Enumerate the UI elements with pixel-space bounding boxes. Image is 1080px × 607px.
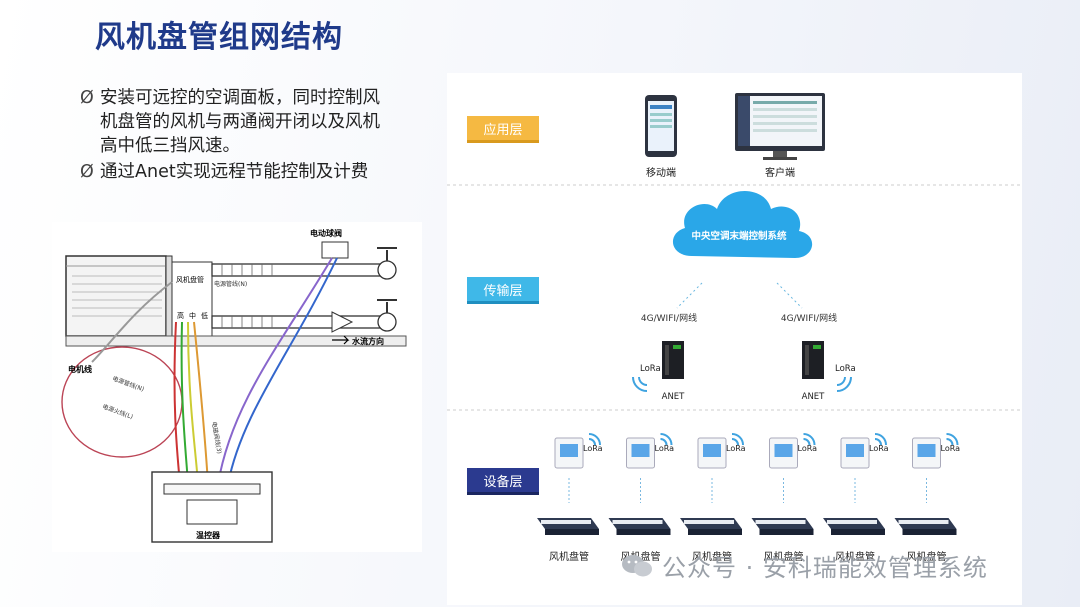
bullet-list: Ø 安装可远控的空调面板，同时控制风机盘管的风机与两通阀开闭以及风机高中低三挡风… [80, 86, 380, 186]
gateway-device-icon [802, 341, 824, 379]
watermark: 公众号 · 安科瑞能效管理系统 [620, 548, 988, 583]
lora-label: LoRa [640, 364, 661, 374]
mobile-phone-icon [645, 95, 677, 157]
wireless-signal-icon [946, 438, 954, 446]
wire-label: 电源火线(L) [101, 402, 134, 420]
device-label: 风机盘管 [549, 550, 589, 563]
bullet-item: Ø 安装可远控的空调面板，同时控制风机盘管的风机与两通阀开闭以及风机高中低三挡风… [80, 86, 380, 158]
thermostat-screen [703, 444, 721, 457]
wire-label: 电磁阀线(3) [210, 421, 224, 454]
wireless-signal-icon [874, 438, 882, 446]
wireless-signal-icon [731, 433, 744, 446]
app-device-label: 移动端 [646, 166, 676, 179]
layer-name: 设备层 [483, 474, 522, 490]
network-diagram: 应用层 传输层 设备层 移动端 [447, 73, 1022, 605]
cloud-label: 中央空调末端控制系统 [691, 230, 787, 242]
wireless-signal-icon [731, 438, 739, 446]
fan-coil-base [902, 529, 957, 535]
bullet-text: 通过Anet实现远程节能控制及计费 [100, 162, 369, 182]
thermostat-screen [560, 444, 578, 457]
device-label: 风机盘管 [692, 550, 732, 563]
app-device-label: 客户端 [765, 166, 795, 179]
cloud-icon: 中央空调末端控制系统 [672, 191, 813, 258]
thermostat-screen [774, 444, 793, 457]
fan-coil-grille [684, 520, 734, 524]
device-column: LoRa 风机盘管 [537, 433, 603, 563]
thermostat-screen [631, 444, 650, 457]
fan-coil-grille [827, 520, 877, 524]
controller-label: 温控器 [196, 530, 221, 540]
wire-label: 电源管线(N) [214, 280, 247, 288]
wireless-signal-icon [588, 438, 596, 446]
bullet-item: Ø 通过Anet实现远程节能控制及计费 [80, 160, 380, 184]
layer-tag-device: 设备层 [467, 468, 539, 495]
fan-coil-base [545, 529, 599, 535]
speed-mid: 中 [189, 311, 196, 320]
fan-coil-grille [898, 520, 949, 524]
wireless-signal-icon [803, 438, 811, 446]
lora-label: LoRa [655, 444, 675, 453]
fan-coil-grille [541, 520, 591, 524]
device-label: 风机盘管 [764, 550, 804, 563]
bullet-mark: Ø [80, 88, 94, 108]
lora-label: LoRa [583, 444, 603, 453]
wechat-icon [622, 554, 652, 576]
device-column: LoRa 风机盘管 [823, 433, 889, 563]
fan-coil-unit: 风机盘管 高 中 低 [65, 255, 407, 347]
wireless-signal-icon [660, 433, 673, 446]
motor-wire-label: 电机线 [68, 364, 92, 374]
device-label: 风机盘管 [835, 550, 875, 563]
lora-label: LoRa [835, 364, 856, 374]
wireless-signal-icon [874, 433, 887, 446]
page-title: 风机盘管组网结构 [95, 20, 343, 55]
lora-label: LoRa [941, 444, 961, 453]
water-pipes: 电动球阀 水流方向 [211, 228, 397, 346]
wireless-signal-icon [632, 376, 648, 392]
fan-coil-base [616, 529, 671, 535]
speed-high: 高 [177, 311, 184, 320]
wireless-signal-icon [660, 438, 668, 446]
watermark-text: 公众号 · 安科瑞能效管理系统 [662, 554, 988, 582]
fan-coil-grille [612, 520, 663, 524]
wire-label: 电源管线(N) [111, 374, 145, 393]
thermostat-screen [846, 444, 864, 457]
device-column: LoRa 风机盘管 [680, 433, 746, 563]
device-label: 风机盘管 [907, 550, 947, 563]
bullet-mark: Ø [80, 162, 94, 182]
gateway-label: ANET [662, 392, 686, 402]
wireless-signal-icon [946, 433, 959, 446]
device-column: LoRa 风机盘管 [894, 433, 961, 563]
valve-label: 电动球阀 [310, 228, 342, 238]
fan-coil-base [759, 529, 814, 535]
network-label: 4G/WIFI/网线 [641, 312, 697, 324]
wireless-signal-icon [836, 376, 852, 392]
wireless-signal-icon [803, 433, 816, 446]
lora-label: LoRa [726, 444, 746, 453]
fan-coil-base [688, 529, 742, 535]
layer-name: 传输层 [483, 283, 522, 299]
wiring-schematic: 风机盘管 高 中 低 电动球阀 [52, 222, 422, 552]
gateway-label: ANET [802, 392, 826, 402]
thermostat-controller: 温控器 [151, 471, 273, 543]
bullet-text: 安装可远控的空调面板，同时控制风机盘管的风机与两通阀开闭以及风机高中低三挡风速。 [100, 88, 380, 156]
fan-coil-label: 风机盘管 [176, 275, 204, 284]
speed-low: 低 [201, 311, 208, 320]
layer-name: 应用层 [483, 122, 522, 138]
wireless-signal-icon [588, 433, 601, 446]
lora-label: LoRa [798, 444, 818, 453]
fan-coil-base [831, 529, 885, 535]
fan-coil-grille [755, 520, 806, 524]
device-row: LoRa 风机盘管 LoRa 风机盘管 LoRa 风机盘管 LoRa 风机盘管 LoRa 风机盘管… [537, 433, 961, 563]
layer-tag-transport: 传输层 [467, 277, 539, 304]
gateway-device-icon [662, 341, 684, 379]
lora-label: LoRa [869, 444, 889, 453]
water-flow-label: 水流方向 [351, 336, 384, 346]
network-label: 4G/WIFI/网线 [781, 312, 837, 324]
layer-tag-application: 应用层 [467, 116, 539, 143]
thermostat-screen [917, 444, 936, 457]
desktop-monitor-icon [735, 93, 825, 160]
device-column: LoRa 风机盘管 [751, 433, 818, 563]
